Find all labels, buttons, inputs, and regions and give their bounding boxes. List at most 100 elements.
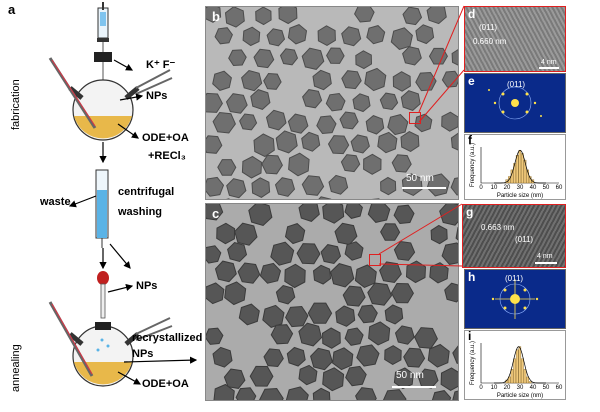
nanoparticle [428, 47, 448, 65]
nanoparticle [278, 7, 298, 25]
hist-bar [523, 369, 527, 384]
nanoparticle [279, 48, 299, 66]
nanoparticle [450, 132, 458, 151]
nanoparticle [224, 7, 245, 28]
nanoparticle [302, 89, 323, 109]
nanoparticle [330, 263, 355, 288]
nanoparticle [206, 135, 223, 154]
centrifuge-tube [95, 169, 109, 248]
nanoparticle [206, 245, 222, 264]
nanoparticle [239, 113, 258, 131]
scale-label-g: 4 nm [537, 253, 553, 260]
nanoparticle [285, 305, 309, 328]
nanoparticle [414, 327, 438, 349]
nanoparticle [341, 70, 362, 90]
nanoparticle [431, 390, 452, 400]
x-tick-label: 50 [543, 185, 550, 191]
nanoparticle [365, 115, 385, 135]
nanoparticle [379, 261, 402, 284]
spacing-label-g: 0.663 nm [481, 223, 515, 232]
nanoparticle [263, 72, 282, 90]
nanoparticle [253, 48, 275, 69]
nanoparticle [241, 155, 263, 179]
nanoparticle [249, 365, 274, 387]
nanoparticle [237, 262, 261, 284]
nanoparticle [322, 367, 345, 392]
nanoparticle [384, 345, 402, 365]
nanoparticle [390, 282, 414, 304]
nanoparticle [287, 24, 308, 45]
plane-label-g: (011) [515, 235, 534, 244]
nanoparticle [235, 387, 257, 400]
x-tick-label: 10 [491, 385, 498, 391]
panel-label-g: g [466, 205, 474, 219]
nanoparticle [339, 111, 359, 130]
nanoparticle [206, 282, 225, 305]
nanoparticle [259, 262, 282, 284]
precursor-line2: +RECl₃ [148, 150, 186, 162]
nanoparticle [286, 346, 306, 367]
nanoparticle [415, 24, 435, 45]
nanoparticle [284, 223, 306, 245]
nanoparticle [298, 322, 323, 347]
nanoparticle [298, 364, 318, 386]
nanoparticle [265, 109, 287, 131]
fft-image-h: h (011) [464, 269, 566, 329]
panel-label-i: i [468, 329, 472, 343]
nanoparticle [261, 154, 283, 175]
nanoparticle [312, 69, 332, 91]
nanoparticle [355, 50, 373, 70]
nanoparticle [357, 304, 378, 324]
nanoparticle [401, 173, 423, 196]
washing-label: washing [118, 206, 163, 218]
scale-label-d: 4 nm [541, 59, 557, 66]
nanoparticle [342, 285, 366, 307]
nanoparticle [379, 92, 399, 111]
nanoparticle [255, 7, 272, 26]
nanoparticle [213, 383, 235, 400]
x-tick-label: 0 [479, 185, 483, 191]
nps-top-label: NPs [146, 90, 168, 102]
nanoparticle [224, 281, 247, 306]
nanoparticle [426, 173, 450, 197]
nanoparticle [307, 302, 333, 324]
panel-label-h: h [468, 270, 476, 284]
nanoparticle [344, 241, 364, 261]
nanoparticle [317, 25, 336, 46]
x-tick-label: 10 [491, 185, 498, 191]
hist-bar [513, 358, 516, 384]
hist-bar [510, 369, 514, 384]
nanoparticle [228, 49, 247, 67]
nanoparticle [296, 243, 321, 265]
nanoparticle [387, 114, 409, 136]
nanoparticle [234, 222, 258, 246]
nanoparticle [377, 131, 398, 154]
nanoparticle [400, 131, 420, 152]
hrtem-image-d: d (011) 0.660 nm 4 nm [464, 6, 566, 72]
hist-axes [480, 343, 559, 384]
nanoparticle [430, 224, 448, 245]
nanoparticle [402, 7, 423, 26]
nanoparticle [301, 131, 321, 152]
hist-bar [508, 176, 511, 184]
nanoparticle [206, 92, 223, 113]
nanoparticle [225, 93, 248, 114]
nanoparticle [325, 92, 346, 112]
nanoparticle [439, 204, 458, 226]
nanoparticle [227, 241, 248, 263]
scale-bar-c [392, 386, 436, 388]
nanoparticle [364, 67, 387, 92]
nanoparticle [392, 71, 411, 92]
nanoparticle [214, 260, 237, 283]
reaction-flask-top [48, 52, 173, 141]
scale-bar-d [539, 67, 559, 69]
plane-label-d: (011) [479, 23, 498, 32]
nanoparticle [288, 152, 310, 177]
nanoparticle [441, 242, 458, 265]
nanoparticle [259, 387, 284, 400]
nanoparticle [206, 327, 224, 345]
nanoparticle [226, 178, 247, 199]
nanoparticle-field-b [206, 7, 458, 199]
nanoparticle [312, 264, 332, 285]
